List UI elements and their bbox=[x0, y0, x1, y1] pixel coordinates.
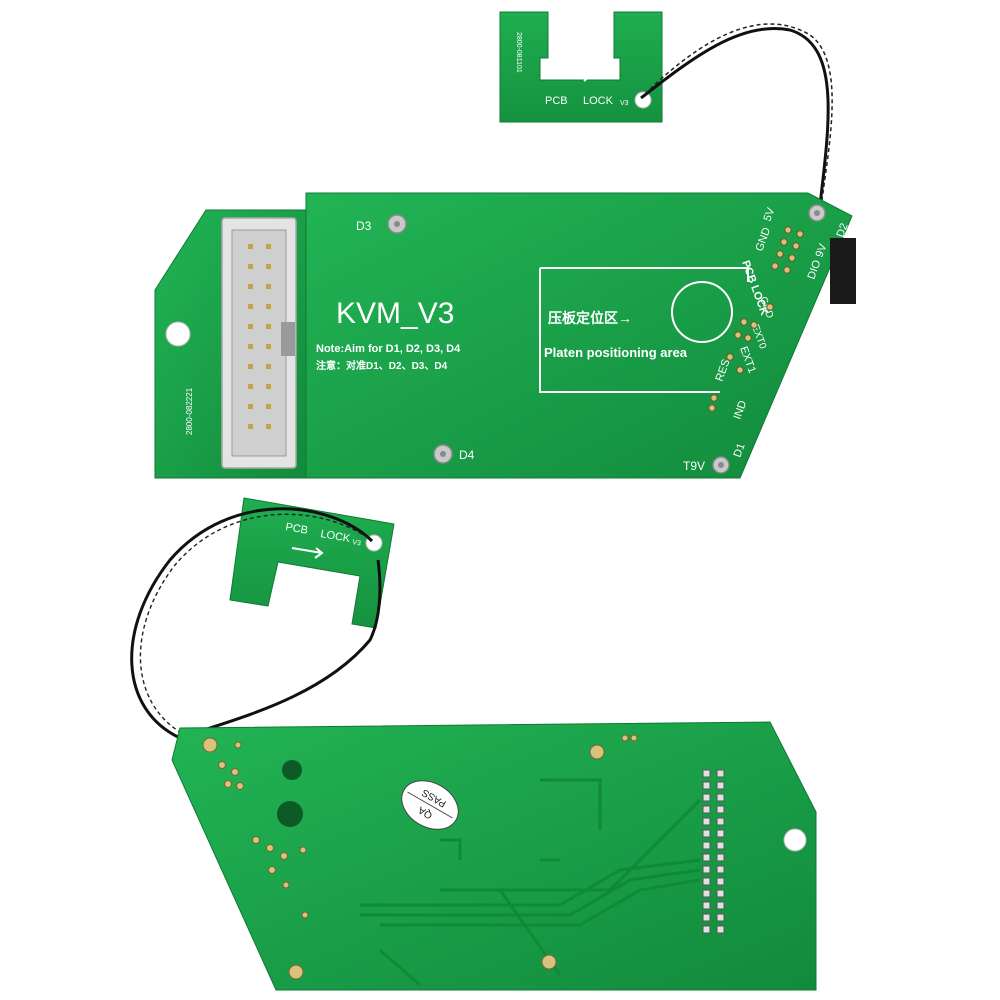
back-pin bbox=[716, 781, 725, 790]
connector-pin bbox=[266, 344, 271, 349]
back-pin bbox=[716, 889, 725, 898]
small-bottom-label-lock: LOCK bbox=[319, 528, 351, 545]
screw-d2 bbox=[808, 204, 826, 222]
back-pin bbox=[702, 925, 711, 934]
small-top-label-version: V3 bbox=[620, 100, 629, 107]
twisted-wire-top bbox=[640, 27, 830, 206]
platen-area-outline bbox=[539, 267, 749, 393]
pin-header-holes bbox=[708, 226, 804, 412]
back-pin bbox=[702, 829, 711, 838]
small-top-label-lock: LOCK bbox=[583, 95, 614, 107]
small-top-arrow bbox=[560, 70, 592, 82]
small-top-label-pcb: PCB bbox=[545, 95, 568, 107]
back-pin bbox=[702, 853, 711, 862]
small-bottom-label-version: V3 bbox=[352, 539, 362, 547]
connector-pins bbox=[248, 244, 271, 429]
small-bottom-label-pcb: PCB bbox=[284, 521, 308, 537]
back-pin bbox=[716, 913, 725, 922]
back-pin bbox=[716, 877, 725, 886]
label-t9v: T9V bbox=[683, 459, 705, 473]
back-pcb: PASS QA bbox=[171, 721, 817, 991]
back-hole-2 bbox=[277, 801, 303, 827]
connector-pin bbox=[266, 404, 271, 409]
platen-circle bbox=[671, 281, 733, 343]
label-d2: D2 bbox=[835, 222, 851, 239]
qa-sticker: PASS QA bbox=[401, 780, 459, 830]
label-9v: 9V bbox=[814, 242, 830, 259]
back-pin bbox=[702, 913, 711, 922]
screw-d3 bbox=[387, 214, 407, 234]
back-pin bbox=[716, 769, 725, 778]
small-top-part-number: 2800-081101 bbox=[515, 32, 522, 73]
note-chinese: 注意：对准D1、D2、D3、D4 bbox=[316, 359, 448, 372]
platen-label-chinese: 压板定位区→ bbox=[548, 310, 632, 326]
label-d1: D1 bbox=[732, 442, 748, 459]
screw-d4 bbox=[433, 444, 453, 464]
connector-pin bbox=[266, 304, 271, 309]
solder-points bbox=[202, 734, 638, 980]
back-pin-row bbox=[702, 769, 725, 934]
back-pin bbox=[716, 793, 725, 802]
label-d4: D4 bbox=[459, 448, 475, 462]
back-pin bbox=[716, 925, 725, 934]
back-pin bbox=[702, 769, 711, 778]
back-pin bbox=[702, 793, 711, 802]
note-english: Note:Aim for D1, D2, D3, D4 bbox=[316, 343, 461, 355]
back-pin bbox=[702, 877, 711, 886]
connector-pin bbox=[248, 324, 253, 329]
back-pin bbox=[702, 841, 711, 850]
connector-pin bbox=[248, 264, 253, 269]
edge-header-block bbox=[830, 238, 856, 304]
connector-pin bbox=[248, 284, 253, 289]
label-5v: 5V bbox=[762, 206, 778, 223]
connector-pin bbox=[248, 364, 253, 369]
small-bottom-arrow bbox=[291, 547, 324, 559]
connector-pin bbox=[248, 384, 253, 389]
connector-pin bbox=[248, 304, 253, 309]
connector-pin bbox=[248, 344, 253, 349]
back-pin bbox=[702, 889, 711, 898]
connector-pin bbox=[248, 424, 253, 429]
back-mount-hole bbox=[783, 828, 807, 852]
screw-d1 bbox=[712, 456, 730, 474]
back-pin bbox=[702, 817, 711, 826]
small-pcb-top: 2800-081101 PCB LOCK V3 bbox=[499, 11, 663, 123]
connector-pin bbox=[248, 244, 253, 249]
back-pin bbox=[702, 901, 711, 910]
connector-pin bbox=[266, 244, 271, 249]
back-pin bbox=[702, 781, 711, 790]
connector-pin bbox=[266, 364, 271, 369]
back-pin bbox=[702, 865, 711, 874]
platen-label-english: Platen positioning area bbox=[544, 345, 688, 360]
small-pcb-bottom: PCB LOCK V3 bbox=[229, 497, 395, 629]
label-d3: D3 bbox=[356, 219, 372, 233]
connector-pin bbox=[266, 284, 271, 289]
twisted-wire-bottom bbox=[130, 507, 382, 740]
connector-pin bbox=[266, 324, 271, 329]
back-pin bbox=[716, 853, 725, 862]
main-part-number: 2800-082221 bbox=[185, 387, 194, 435]
back-hole-1 bbox=[282, 760, 302, 780]
back-pin bbox=[716, 817, 725, 826]
back-traces bbox=[360, 778, 702, 987]
back-pin bbox=[702, 805, 711, 814]
mount-hole-left bbox=[165, 321, 191, 347]
connector-pin bbox=[266, 384, 271, 389]
back-pin bbox=[716, 841, 725, 850]
back-pin bbox=[716, 865, 725, 874]
main-pcb: 2800-082221 D3 D4 T9 bbox=[154, 192, 856, 479]
back-pin bbox=[716, 805, 725, 814]
connector-pin bbox=[266, 424, 271, 429]
back-pin bbox=[716, 901, 725, 910]
connector-pin bbox=[248, 404, 253, 409]
idc-connector bbox=[221, 217, 297, 469]
connector-pin bbox=[266, 264, 271, 269]
board-title: KVM_V3 bbox=[336, 297, 454, 330]
back-pin bbox=[716, 829, 725, 838]
